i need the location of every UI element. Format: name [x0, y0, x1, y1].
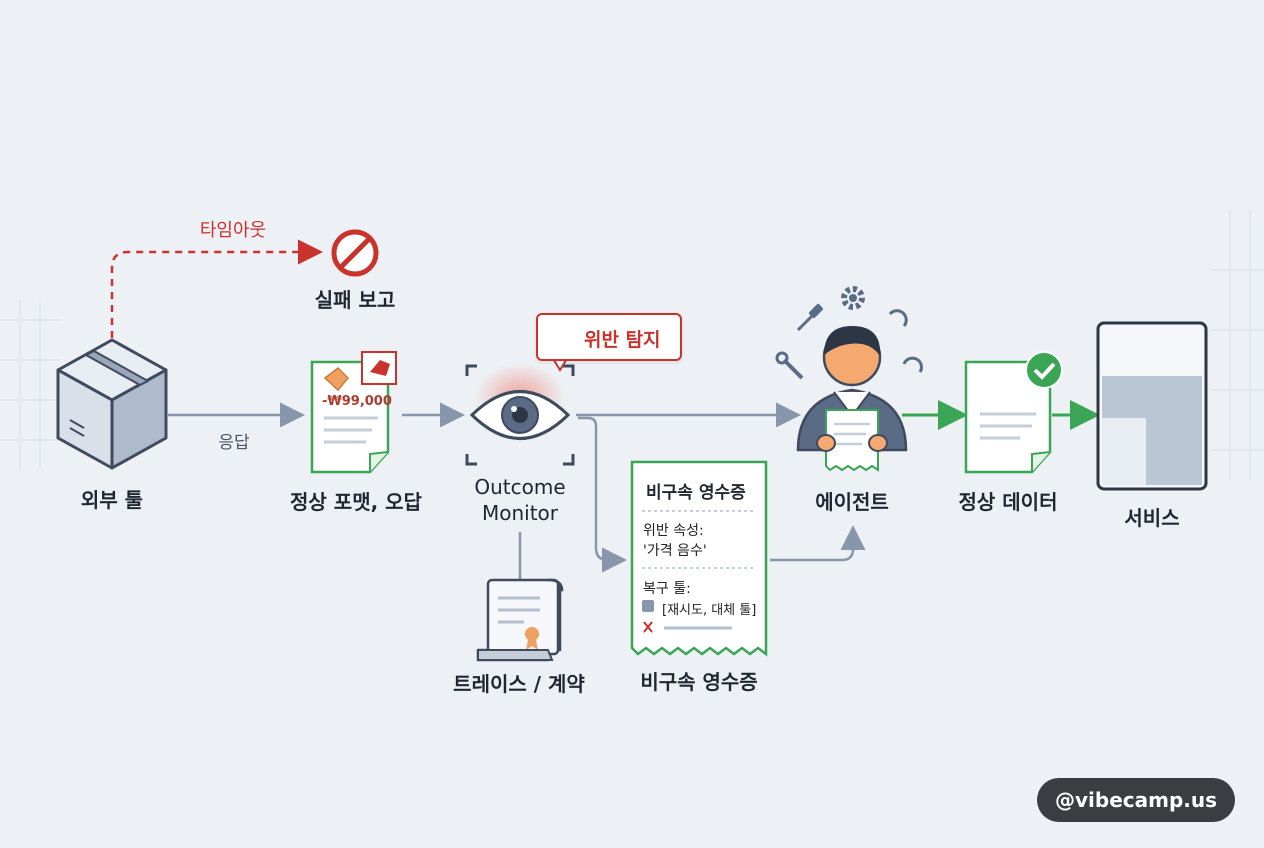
receipt-caption-label: 비구속 영수증 — [640, 670, 758, 694]
price-value: -₩99,000 — [322, 394, 392, 409]
trace-contract-label: 트레이스 / 계약 — [453, 672, 585, 696]
service-label: 서비스 — [1124, 506, 1180, 530]
agent-person-icon — [796, 326, 908, 472]
agent-label: 에이전트 — [815, 490, 889, 514]
receipt-violation-value: '가격 음수' — [643, 543, 707, 559]
violation-alert: 위반 탐지 — [536, 313, 682, 361]
monitor-to-receipt-arrow — [578, 416, 627, 573]
price-tag-icon — [323, 351, 397, 392]
refresh-icon — [888, 309, 923, 373]
watermark-badge: @vibecamp.us — [1037, 778, 1235, 822]
document-icon — [310, 360, 390, 474]
service-window-icon — [1096, 321, 1208, 491]
check-icon — [1025, 351, 1063, 389]
outcome-monitor-label: Outcome Monitor — [474, 474, 565, 526]
receipt-recovery-label: 복구 툴: — [643, 581, 691, 597]
response-label: 응답 — [218, 433, 250, 453]
wrench-icon — [775, 351, 804, 380]
normal-format-wrong-label: 정상 포맷, 오답 — [290, 490, 422, 514]
document-icon-normal — [964, 360, 1052, 474]
gear-icon — [841, 286, 865, 310]
normal-data-label: 정상 데이터 — [958, 490, 1058, 514]
external-tool-label: 외부 툴 — [80, 488, 144, 512]
timeout-arrow — [110, 239, 323, 338]
receipt-icon — [630, 460, 768, 657]
eye-icon — [465, 363, 575, 466]
receipt-violation-label: 위반 속성: — [643, 523, 704, 539]
background-grid-right — [1210, 210, 1264, 480]
timeout-label: 타임아웃 — [199, 220, 267, 241]
screwdriver-icon — [796, 304, 823, 332]
outcome-monitor-text: Outcome Monitor — [474, 475, 566, 525]
violation-detected-label: 위반 탐지 — [584, 329, 661, 351]
scroll-icon — [476, 578, 564, 662]
receipt-to-agent-arrow — [770, 525, 866, 562]
box-icon — [56, 338, 168, 470]
receipt-recovery-value: [재시도, 대체 툴] — [662, 603, 757, 618]
receipt-title: 비구속 영수증 — [646, 483, 746, 503]
background-grid-left — [0, 300, 60, 470]
fail-report-label: 실패 보고 — [314, 288, 396, 312]
prohibited-icon — [331, 229, 379, 277]
